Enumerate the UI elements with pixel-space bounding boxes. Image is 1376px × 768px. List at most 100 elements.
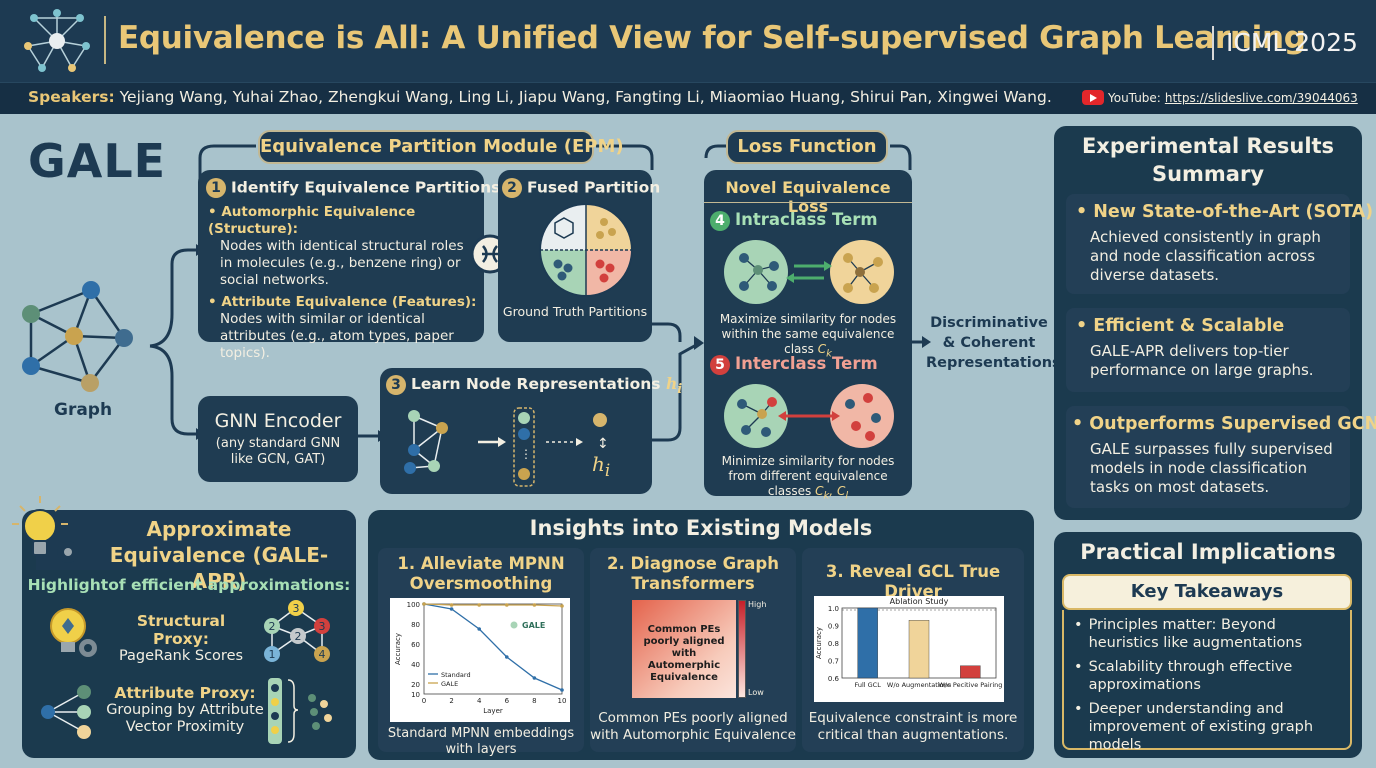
data-point — [560, 604, 564, 608]
takeaway-item: •Principles matter: Beyond heuristics li… — [1074, 616, 1350, 652]
attribute-text: Nodes with similar or identical attribut… — [220, 311, 454, 361]
intraclass-title: Intraclass Term — [735, 210, 878, 229]
insight-card: 3. Reveal GCL True Driver Ablation Study… — [802, 548, 1024, 752]
partition-circle-icon — [539, 203, 633, 297]
data-point — [532, 603, 537, 607]
header-divider — [104, 16, 106, 64]
speakers-names: Yejiang Wang, Yuhai Zhao, Zhengkui Wang,… — [119, 88, 1052, 106]
ablation-chart: Ablation Study0.60.70.80.91.0AccuracyFul… — [814, 596, 1004, 702]
y-tick-label: 0.9 — [828, 623, 839, 631]
interclass-diagram-icon — [724, 384, 894, 448]
epm-title: Equivalence Partition Module (EPM) — [258, 130, 624, 164]
result-title: • Outperforms Supervised GCN — [1072, 414, 1376, 434]
x-tick-label: 0 — [422, 697, 426, 705]
practical-title: Practical Implications — [1080, 540, 1336, 564]
x-tick-label: 10 — [558, 697, 567, 705]
colorbar-low: Low — [748, 688, 764, 697]
structural-proxy-title: Structural Proxy: — [136, 612, 226, 648]
gnn-encoder-title: GNN Encoder — [214, 410, 342, 432]
key-takeaways-title: Key Takeaways — [1130, 581, 1284, 602]
pagerank-node: 4 — [319, 648, 326, 661]
pagerank-tree-icon: 3 2 2 3 1 4 — [264, 600, 330, 662]
approx-title: Approximate Equivalence (GALE-APR) — [109, 517, 329, 593]
pagerank-node: 2 — [295, 630, 302, 643]
plot-frame — [423, 603, 563, 695]
step-number: 4 — [710, 210, 730, 231]
h-i-label: hi — [592, 452, 611, 480]
insight-caption: Equivalence constraint is more critical … — [808, 710, 1018, 743]
legend-label: Standard — [441, 671, 471, 679]
attribute-proxy: Attribute Proxy: Grouping by Attribute V… — [100, 684, 270, 736]
data-point — [422, 602, 426, 606]
automorphic-title: Automorphic Equivalence (Structure): — [208, 204, 416, 237]
data-point — [560, 688, 564, 692]
header-bar — [0, 0, 1376, 82]
speakers-line: Speakers: Yejiang Wang, Yuhai Zhao, Zhen… — [28, 88, 1052, 106]
pagerank-node: 2 — [269, 620, 276, 633]
bar — [857, 607, 878, 679]
insights-title: Insights into Existing Models — [529, 516, 873, 540]
y-tick-label: 100 — [407, 601, 420, 609]
step-number: 5 — [710, 354, 730, 375]
x-tick-label: 4 — [477, 697, 482, 705]
data-point — [449, 607, 454, 611]
result-text: GALE surpasses fully supervised models i… — [1090, 440, 1333, 496]
graph-logo-icon — [24, 9, 90, 72]
step2-title: Fused Partition — [527, 178, 661, 197]
pagerank-node: 1 — [269, 648, 276, 661]
attribute-title: Attribute Equivalence (Features): — [221, 294, 477, 310]
interclass-title: Interclass Term — [735, 354, 878, 373]
result-card: • Outperforms Supervised GCN GALE surpas… — [1066, 406, 1376, 508]
loss-title: Loss Function — [726, 130, 888, 164]
intraclass-diagram-icon — [724, 240, 894, 304]
y-axis-label: Accuracy — [815, 627, 823, 659]
speakers-label: Speakers: — [28, 88, 115, 106]
heatmap-text: Common PEs poorly aligned with Automerph… — [643, 624, 725, 683]
step-number: 3 — [386, 374, 406, 395]
speaker-bar — [0, 82, 1376, 114]
data-point — [477, 627, 481, 631]
result-card: • New State-of-the-Art (SOTA) Achieved c… — [1066, 194, 1373, 294]
structural-proxy-text: PageRank Scores — [118, 648, 244, 664]
legend-title: GALE — [522, 621, 545, 630]
lightbulb-gear-icon — [50, 608, 97, 657]
insight-title: 1. Alleviate MPNN Oversmoothing — [397, 554, 565, 593]
result-title: • New State-of-the-Art (SOTA) — [1076, 202, 1374, 222]
x-tick-label: 2 — [449, 697, 453, 705]
insight-caption: Common PEs poorly aligned with Automorph… — [590, 710, 796, 743]
insight-card: 2. Diagnose Graph Transformers Common PE… — [590, 548, 796, 752]
gnn-encoder-panel: GNN Encoder (any standard GNN like GCN, … — [198, 396, 358, 482]
attribute-graph-icon — [41, 685, 91, 739]
pagerank-node: 3 — [293, 602, 300, 615]
practical-panel: Practical Implications Key Takeaways •Pr… — [1054, 532, 1362, 758]
bar — [960, 665, 981, 679]
results-panel: Experimental Results Summary • New State… — [1054, 126, 1376, 520]
pe-heatmap: Common PEs poorly aligned with Automerph… — [632, 600, 736, 698]
step3-title: Learn Node Representations — [411, 375, 661, 393]
x-tick-label: W/o Augmentations — [887, 681, 952, 689]
attribute-proxy-text: Grouping by Attribute Vector Proximity — [106, 702, 264, 735]
output-label: Discriminative & Coherent Representation… — [926, 315, 1061, 371]
youtube-link[interactable]: YouTube: https://slideslive.com/39044063 — [1082, 90, 1358, 105]
step-number: 1 — [206, 178, 226, 198]
y-tick-label: 0.6 — [828, 675, 840, 683]
y-tick-label: 80 — [411, 621, 420, 629]
youtube-url[interactable]: https://slideslive.com/39044063 — [1164, 90, 1358, 105]
key-takeaways-list: •Principles matter: Beyond heuristics li… — [1062, 610, 1352, 753]
data-point — [505, 655, 509, 659]
automorphic-text: Nodes with identical structural roles in… — [220, 238, 464, 288]
result-card: • Efficient & Scalable GALE-APR delivers… — [1066, 308, 1350, 392]
step-number: 2 — [502, 178, 522, 198]
legend-icon — [510, 621, 518, 629]
takeaway-text: Principles matter: Beyond heuristics lik… — [1088, 617, 1303, 651]
series-line — [423, 603, 563, 607]
x-tick-label: W/e Pecitive Pairing — [938, 681, 1002, 689]
input-graph-icon — [22, 281, 133, 392]
y-axis-label: Accuracy — [394, 633, 402, 665]
header-divider — [1212, 26, 1214, 60]
